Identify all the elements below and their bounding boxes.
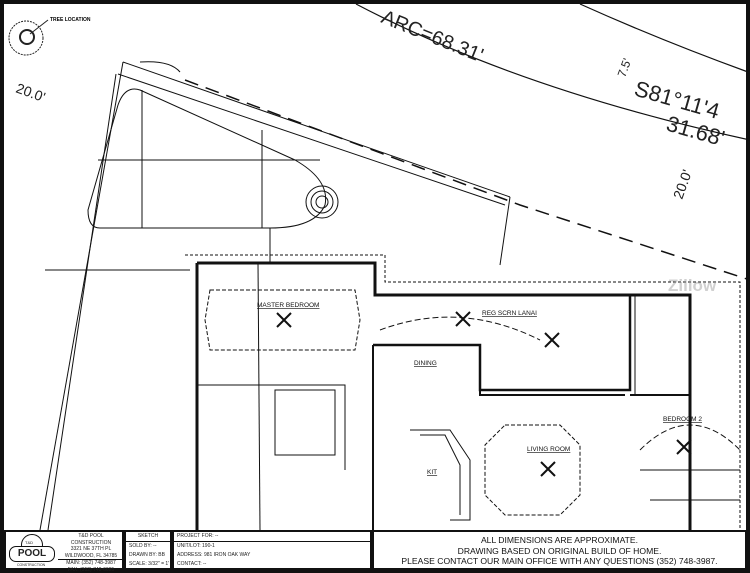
contact: CONTACT: -- (177, 561, 207, 567)
sold-by: SOLD BY: -- (129, 543, 157, 549)
property-arc-line (355, 3, 750, 141)
notes-block: ALL DIMENSIONS ARE APPROXIMATE. DRAWING … (372, 530, 747, 570)
zillow-watermark: Zillow (668, 276, 717, 295)
setback-right-label: 20.0' (670, 167, 695, 201)
room-label-bedroom-2: BEDROOM 2 (663, 416, 702, 423)
sketch-block: SKETCH SOLD BY: -- DRAWN BY: BB SCALE: 3… (124, 530, 172, 570)
note-line-3: PLEASE CONTACT OUR MAIN OFFICE WITH ANY … (401, 556, 718, 566)
house-walls (185, 254, 741, 531)
room-label-living-room: LIVING ROOM (527, 446, 570, 453)
fax-number: FAX: (352) 748-6695 (67, 566, 115, 573)
company-block: POOL T&D CONSTRUCTION T&D POOL CONSTRUCT… (4, 530, 124, 573)
project-for: PROJECT FOR: -- (174, 532, 370, 542)
company-name: T&D POOL CONSTRUCTION (70, 533, 112, 546)
project-block: PROJECT FOR: -- UNIT/LOT: 190-1 ADDRESS:… (172, 530, 372, 570)
room-label-dining: DINING (414, 360, 437, 367)
company-city: WILDWOOD, FL 34785 (58, 553, 124, 560)
company-address: 3321 NE 37TH PL (70, 546, 112, 552)
unit-lot: UNIT/LOT: 190-1 (177, 543, 215, 549)
ceiling-fan-icon (276, 311, 692, 477)
company-logo: POOL T&D CONSTRUCTION (9, 534, 55, 567)
project-address: ADDRESS: 981 IRON OAK WAY (177, 552, 251, 558)
pool-shape (87, 88, 339, 229)
room-label-master-bedroom: MASTER BEDROOM (257, 302, 319, 309)
road-line (579, 3, 749, 73)
main-phone: MAIN: (352) 748-3987 (66, 560, 116, 566)
room-label-kitchen: KIT (427, 469, 437, 476)
note-line-2: DRAWING BASED ON ORIGINAL BUILD OF HOME. (457, 545, 662, 556)
scale: SCALE: 3/32" = 1' (129, 561, 170, 567)
tree-location-label: TREE LOCATION (50, 17, 91, 23)
tree-icon (8, 19, 49, 56)
note-line-1: ALL DIMENSIONS ARE APPROXIMATE. (480, 535, 639, 545)
setback-top-label: 7.5' (615, 56, 635, 79)
room-label-lanai: REG SCRN LANAI (482, 310, 537, 317)
sketch-header: SKETCH (126, 532, 170, 542)
drawn-by: DRAWN BY: BB (129, 552, 165, 558)
setback-left-label: 20.0' (14, 80, 48, 105)
arc-label: ARC=68.31' (378, 6, 486, 67)
